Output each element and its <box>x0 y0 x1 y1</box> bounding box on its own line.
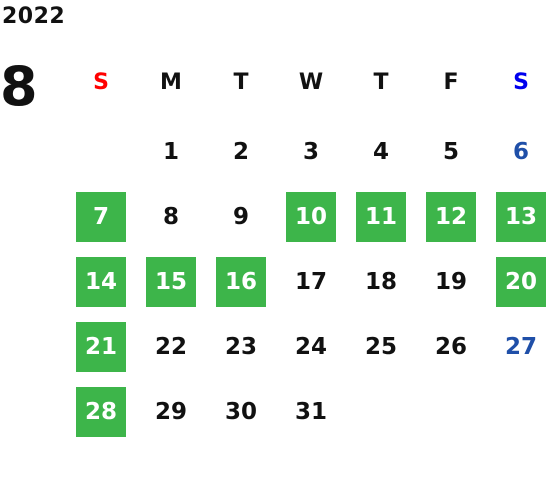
day-number: 25 <box>364 333 397 360</box>
day-number: 23 <box>224 333 257 360</box>
day-cell[interactable]: 19 <box>416 249 486 314</box>
day-cell[interactable]: 1 <box>136 119 206 184</box>
day-number: 27 <box>504 333 537 360</box>
day-cell[interactable]: 13 <box>486 184 548 249</box>
day-number: 8 <box>162 203 179 230</box>
weekday-header-sunday: S <box>93 69 109 95</box>
highlighted-day-number: 21 <box>76 321 126 372</box>
day-number: 6 <box>512 138 529 165</box>
weekday-header-friday: F <box>443 69 459 95</box>
day-number: 22 <box>154 333 187 360</box>
day-cell[interactable]: 4 <box>346 119 416 184</box>
day-cell[interactable]: 24 <box>276 314 346 379</box>
day-cell[interactable]: 31 <box>276 379 346 444</box>
day-cell[interactable]: 8 <box>136 184 206 249</box>
month-number: 8 <box>0 55 38 118</box>
weekday-header-saturday: S <box>513 69 529 95</box>
day-cell[interactable]: 16 <box>206 249 276 314</box>
day-number: 26 <box>434 333 467 360</box>
day-number: 19 <box>434 268 467 295</box>
day-number: 2 <box>232 138 249 165</box>
highlighted-day-number: 10 <box>286 191 336 242</box>
highlighted-day-number: 12 <box>426 191 476 242</box>
day-number: 9 <box>232 203 249 230</box>
highlighted-day-number: 11 <box>356 191 406 242</box>
day-cell[interactable]: 15 <box>136 249 206 314</box>
day-number: 1 <box>162 138 179 165</box>
day-cell[interactable]: 26 <box>416 314 486 379</box>
day-number: 4 <box>372 138 389 165</box>
highlighted-day-number: 14 <box>76 256 126 307</box>
highlighted-day-number: 20 <box>496 256 546 307</box>
day-cell[interactable]: 23 <box>206 314 276 379</box>
empty-cell <box>66 119 136 184</box>
year-label: 2022 <box>2 4 66 29</box>
highlighted-day-number: 15 <box>146 256 196 307</box>
day-number: 3 <box>302 138 319 165</box>
weekday-header-tuesday: T <box>233 69 249 95</box>
day-cell[interactable]: 28 <box>66 379 136 444</box>
day-cell[interactable]: 12 <box>416 184 486 249</box>
day-cell[interactable]: 25 <box>346 314 416 379</box>
day-cell[interactable]: 2 <box>206 119 276 184</box>
weekday-header-thursday: T <box>373 69 389 95</box>
weekday-header-wednesday: W <box>298 69 324 95</box>
highlighted-day-number: 16 <box>216 256 266 307</box>
day-cell[interactable]: 11 <box>346 184 416 249</box>
highlighted-day-number: 13 <box>496 191 546 242</box>
day-number: 31 <box>294 398 327 425</box>
highlighted-day-number: 7 <box>76 191 126 242</box>
day-cell[interactable]: 18 <box>346 249 416 314</box>
day-number: 29 <box>154 398 187 425</box>
day-cell[interactable]: 22 <box>136 314 206 379</box>
day-cell[interactable]: 9 <box>206 184 276 249</box>
day-number: 18 <box>364 268 397 295</box>
day-cell[interactable]: 6 <box>486 119 548 184</box>
day-cell[interactable]: 10 <box>276 184 346 249</box>
day-cell[interactable]: 21 <box>66 314 136 379</box>
day-cell[interactable]: 20 <box>486 249 548 314</box>
highlighted-day-number: 28 <box>76 386 126 437</box>
day-cell[interactable]: 17 <box>276 249 346 314</box>
day-cell[interactable]: 5 <box>416 119 486 184</box>
day-cell[interactable]: 27 <box>486 314 548 379</box>
day-number: 24 <box>294 333 327 360</box>
day-cell[interactable]: 7 <box>66 184 136 249</box>
day-number: 5 <box>442 138 459 165</box>
day-cell[interactable]: 14 <box>66 249 136 314</box>
day-cell[interactable]: 29 <box>136 379 206 444</box>
day-cell[interactable]: 30 <box>206 379 276 444</box>
weekday-header-monday: M <box>160 69 182 95</box>
day-number: 17 <box>294 268 327 295</box>
day-number: 30 <box>224 398 257 425</box>
day-cell[interactable]: 3 <box>276 119 346 184</box>
